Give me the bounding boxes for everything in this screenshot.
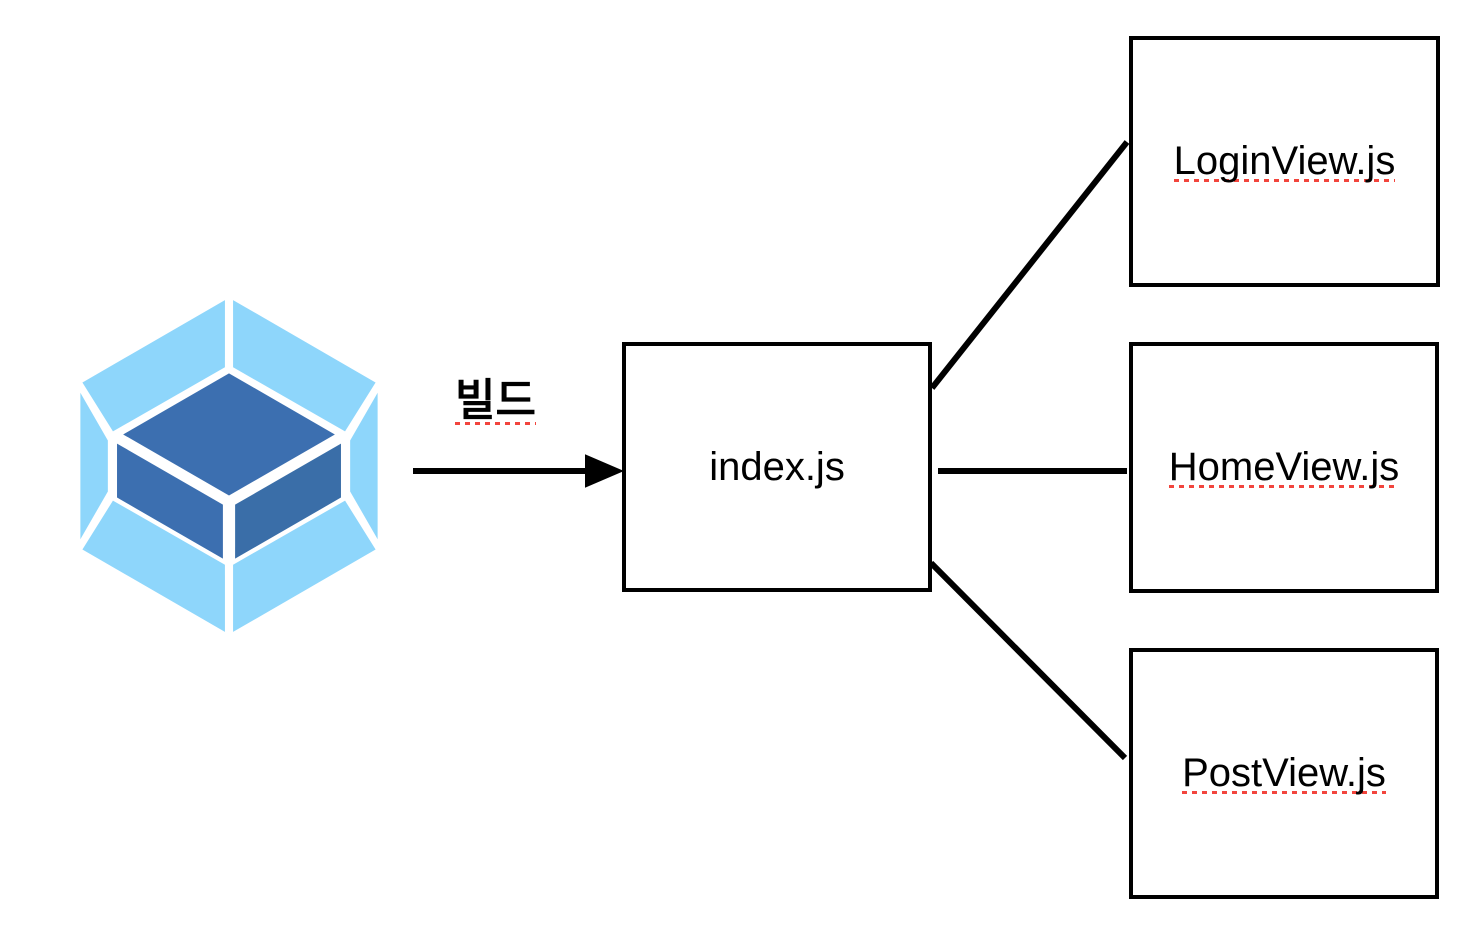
webpack-logo-icon [76, 296, 382, 636]
build-arrow-label: 빌드 [455, 376, 536, 427]
node-loginview-js-label: LoginView.js [1173, 138, 1396, 183]
node-loginview-js[interactable]: LoginView.js [1129, 36, 1440, 287]
node-index-js[interactable]: index.js [622, 342, 932, 592]
node-index-js-label: index.js [709, 445, 845, 489]
webpack-logo-svg [80, 300, 378, 632]
build-label-text: 빌드 [455, 376, 536, 427]
webpack-outer-shell [80, 300, 378, 632]
node-homeview-js-label: HomeView.js [1168, 444, 1400, 489]
node-homeview-js[interactable]: HomeView.js [1129, 342, 1439, 593]
node-postview-js-label: PostView.js [1182, 750, 1386, 795]
connector-index-to-loginview [929, 140, 1130, 390]
connector-index-to-postview [928, 560, 1128, 761]
node-postview-js[interactable]: PostView.js [1129, 648, 1439, 899]
